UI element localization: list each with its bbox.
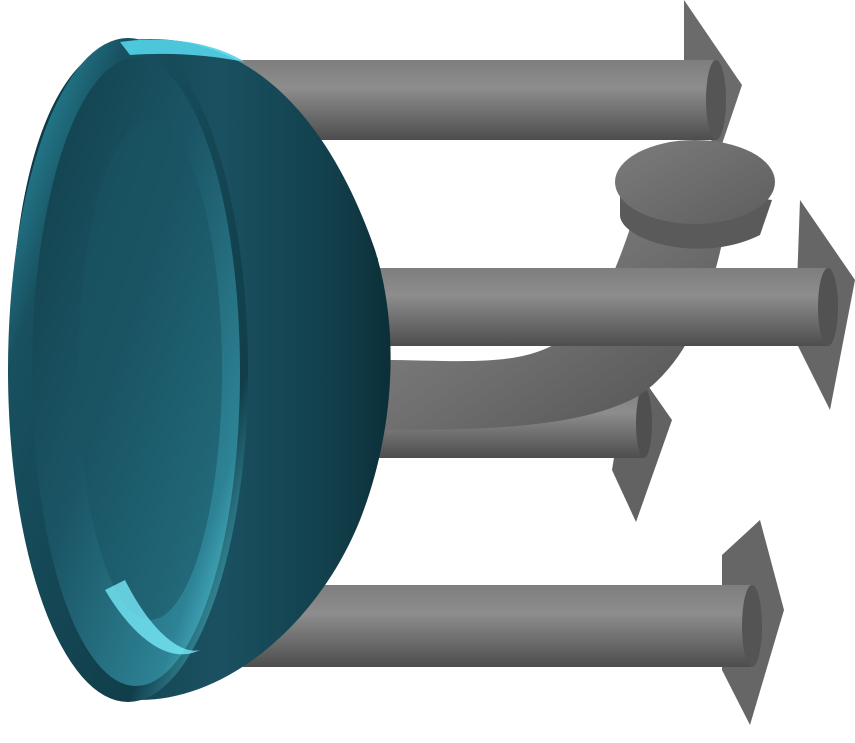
elbow-cap [615,140,775,224]
